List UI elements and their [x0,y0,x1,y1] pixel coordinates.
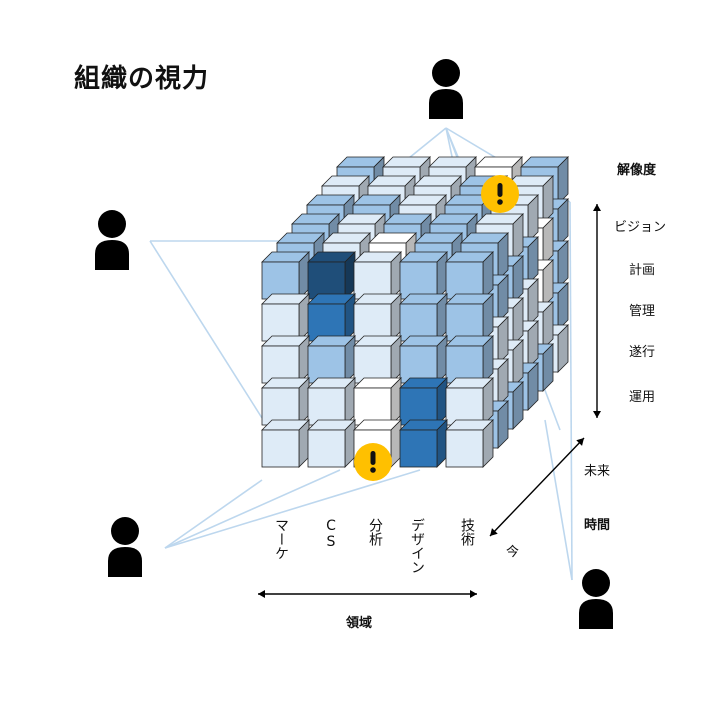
domain-column-cs: CS [323,518,339,550]
cube-cell [445,419,494,468]
cube-cell [445,251,494,300]
cube-cell [261,293,310,342]
resolution-axis-arrow [593,204,601,418]
resolution-level-plan: 計画 [629,263,656,278]
cube-cell [261,251,310,300]
cube-cell [307,377,356,426]
time-axis-arrow [489,437,585,537]
resolution-level-vision: ビジョン [614,220,667,235]
cube-cell [307,419,356,468]
axis-arrows [258,204,601,598]
alert-icon [481,175,519,213]
time-now-label: 今 [506,545,520,560]
resolution-level-execute: 遂行 [629,345,656,360]
cube-cell [399,419,448,468]
sightline [164,469,341,549]
cube-cell [307,293,356,342]
cube-cell [353,293,402,342]
cube-cell [353,251,402,300]
cube-cell [399,335,448,384]
cube-cell [353,377,402,426]
cube-cell [445,377,494,426]
alerts [354,175,519,481]
cube-cell [399,377,448,426]
sightline [149,240,263,419]
cube-cell [445,293,494,342]
domain-column-design: デザイン [409,518,425,574]
capability-cube [261,156,569,468]
sightline [164,479,263,549]
cube-cell [399,293,448,342]
person-icon [108,517,142,577]
sightline [569,201,573,581]
resolution-axis-label: 解像度 [617,163,657,178]
sightline [164,469,421,549]
sightline [544,419,573,581]
cube-cell [399,251,448,300]
cube-cell [261,377,310,426]
person-icon [429,59,463,119]
time-axis-label: 時間 [584,518,611,533]
domain-column-marketing: マーケ [273,518,289,560]
time-future-label: 未来 [584,464,611,479]
person-icon [579,569,613,629]
page-title: 組織の視力 [74,64,210,94]
domain-column-analytics: 分析 [367,518,383,546]
cube-cell [307,251,356,300]
cube-cell [307,335,356,384]
people [95,59,613,629]
cube-cell [261,419,310,468]
domain-axis-arrow [258,590,477,598]
domain-column-tech: 技術 [459,518,475,546]
cube-cell [445,335,494,384]
person-icon [95,210,129,270]
cube-cell [353,335,402,384]
resolution-level-manage: 管理 [629,304,656,319]
domain-axis-label: 領域 [346,616,373,631]
cube-cell [261,335,310,384]
alert-icon [354,443,392,481]
resolution-level-operate: 運用 [629,390,656,405]
